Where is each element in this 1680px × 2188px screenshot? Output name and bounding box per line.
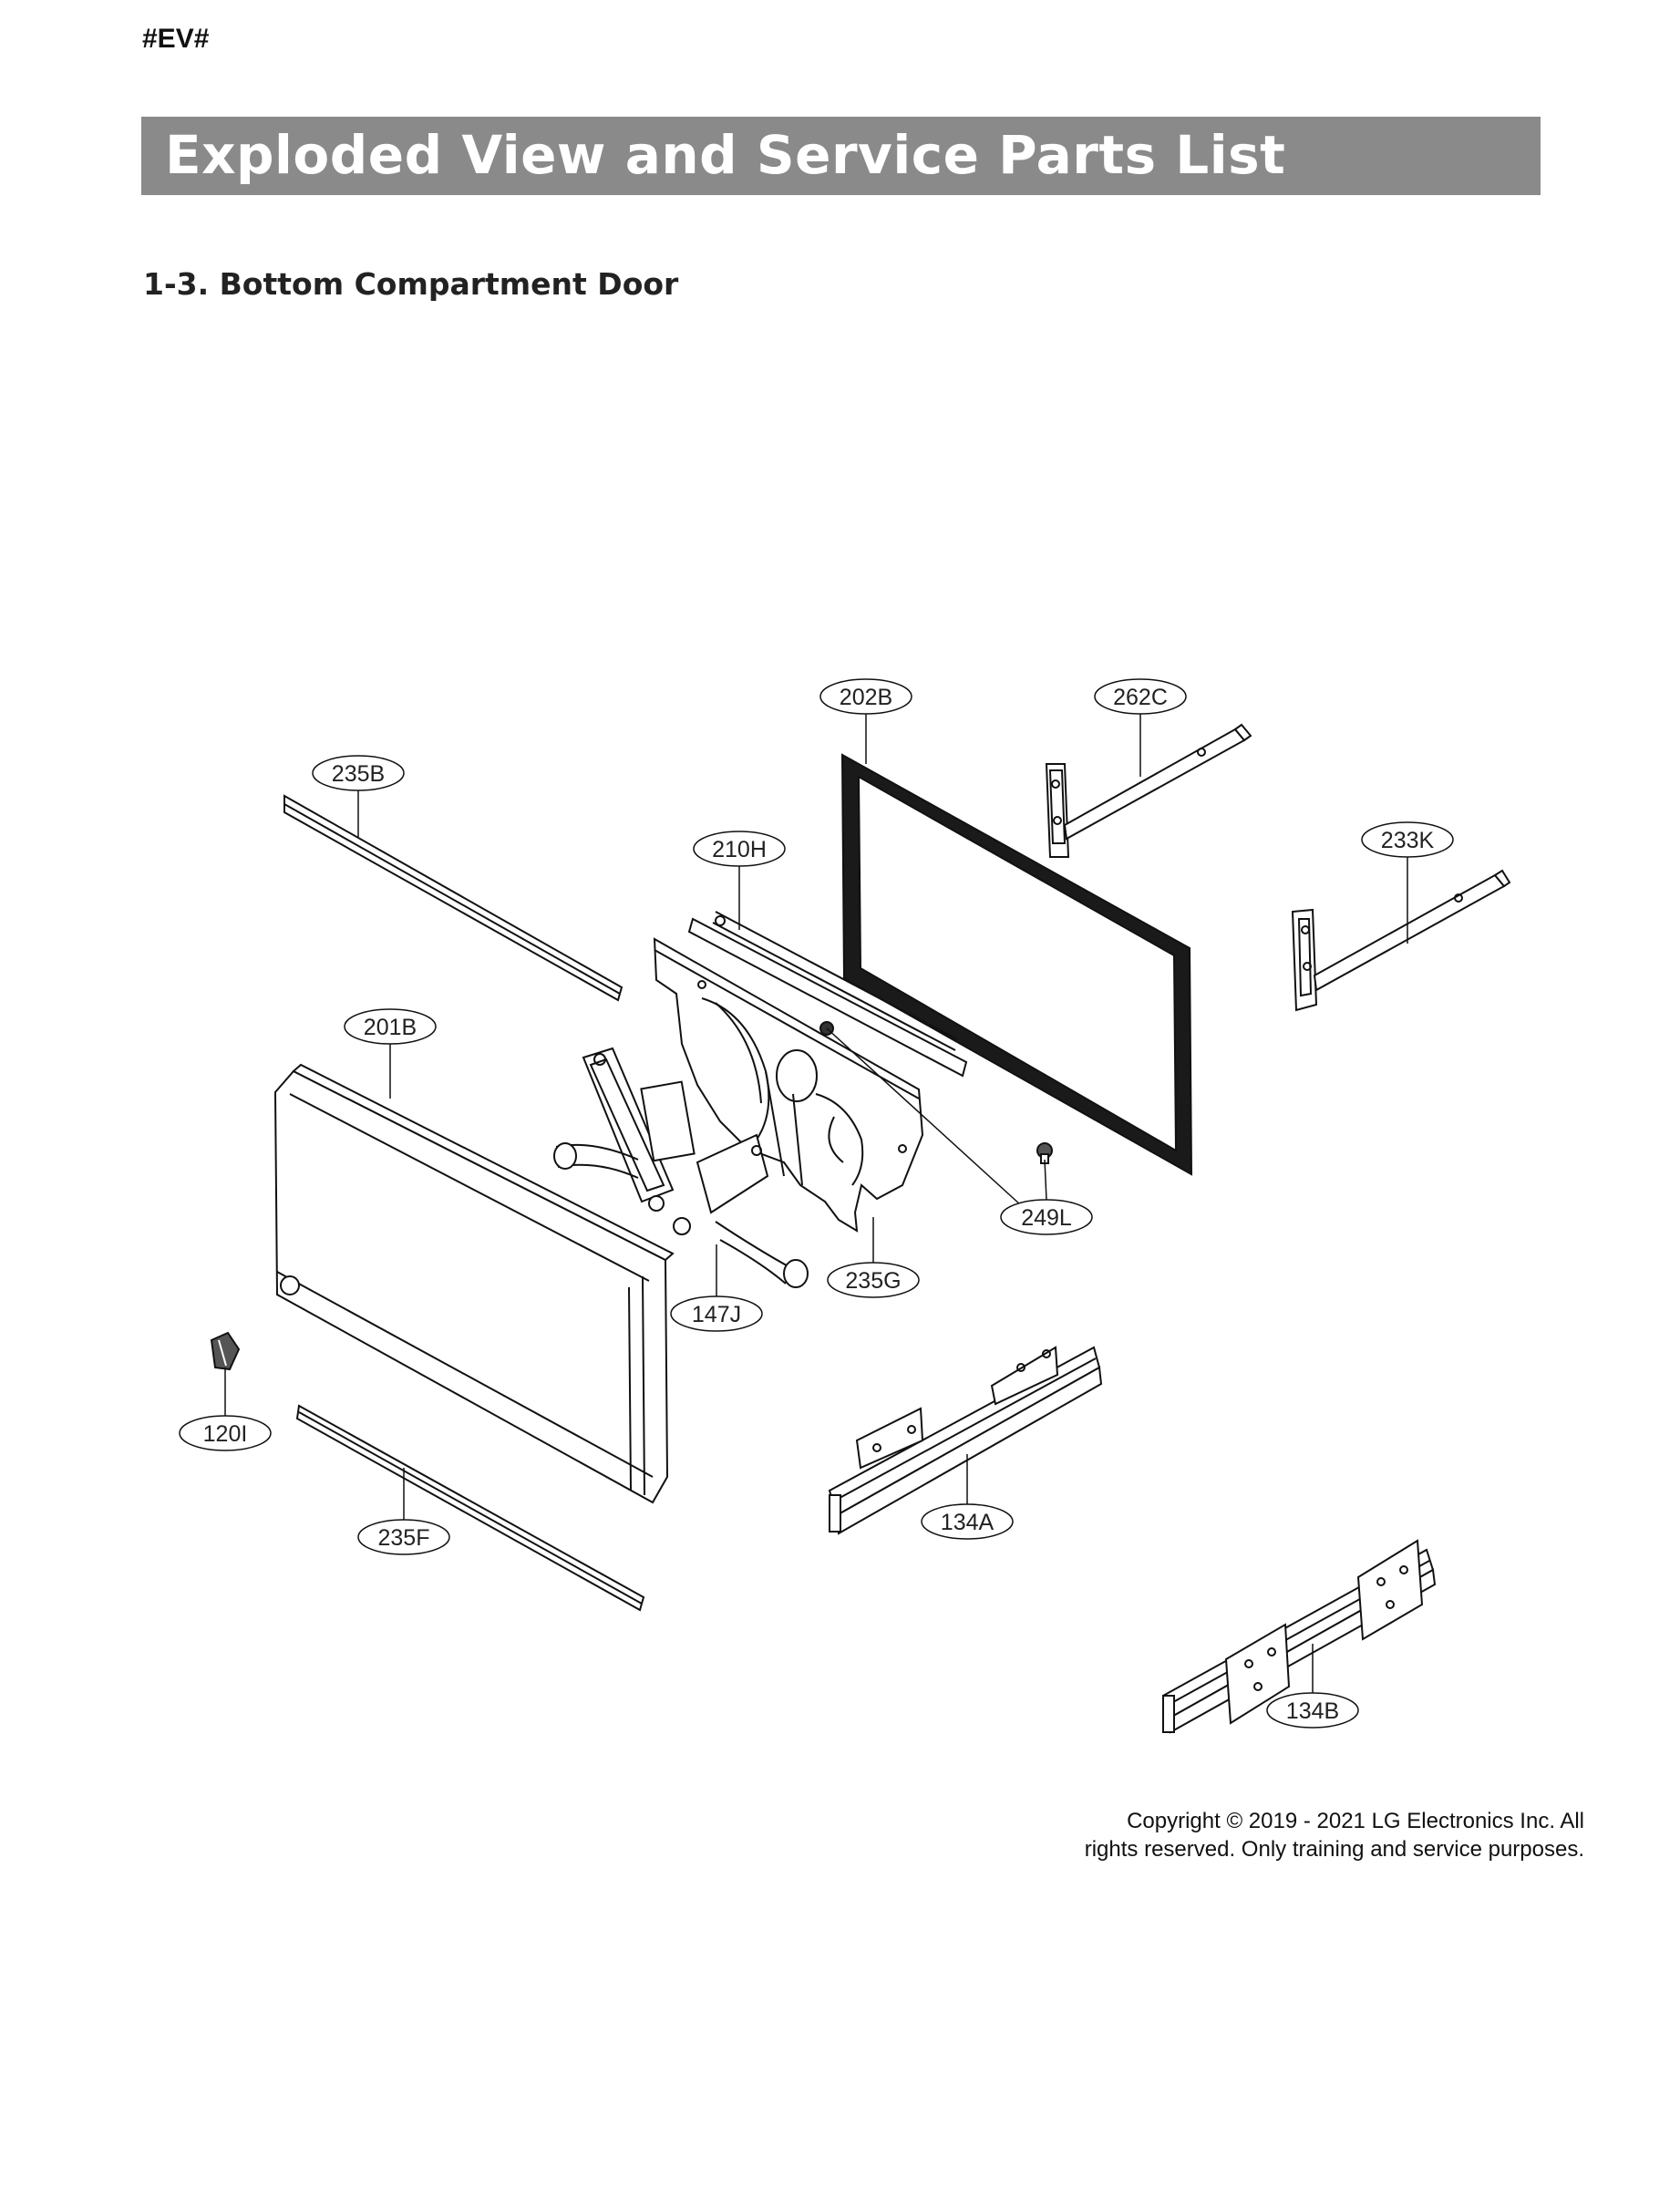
document-tag: #EV# — [142, 24, 210, 54]
panel-235G — [653, 937, 924, 1233]
hinge-arm-262C — [1045, 723, 1252, 858]
callout-134B: 134B — [1286, 1698, 1339, 1724]
callout-ellipses — [179, 678, 1454, 1729]
callout-210H: 210H — [712, 837, 767, 862]
callout-262C: 262C — [1113, 685, 1168, 710]
copyright-line-2: rights reserved. Only training and servi… — [1084, 1837, 1584, 1862]
callout-233K: 233K — [1381, 828, 1435, 853]
callout-235G: 235G — [845, 1268, 901, 1294]
callout-235B: 235B — [332, 761, 385, 787]
callout-120I: 120I — [203, 1421, 248, 1447]
screw-249L — [1036, 1142, 1053, 1164]
leader-lines — [224, 714, 1408, 1693]
slide-rail-134B — [1161, 1539, 1437, 1734]
copyright-line-1: Copyright © 2019 - 2021 LG Electronics I… — [1127, 1809, 1584, 1833]
title-banner: Exploded View and Service Parts List — [141, 117, 1541, 195]
section-heading: 1-3. Bottom Compartment Door — [143, 266, 679, 302]
rail-210H — [687, 911, 968, 1078]
door-201B — [273, 1063, 675, 1504]
mechanism-147J — [553, 1047, 809, 1288]
clip-120I — [210, 1331, 241, 1371]
strip-235B — [283, 794, 624, 1002]
slide-rail-134A — [828, 1346, 1103, 1535]
callout-235F: 235F — [378, 1525, 430, 1551]
gasket-frame-202B — [840, 753, 1193, 1176]
callout-134A: 134A — [941, 1510, 995, 1535]
strip-235F — [295, 1404, 645, 1612]
callout-201B: 201B — [364, 1015, 417, 1040]
hinge-arm-233K — [1291, 869, 1511, 1012]
page-title: Exploded View and Service Parts List — [165, 124, 1286, 186]
copyright-notice: Copyright © 2019 - 2021 LG Electronics I… — [946, 1807, 1584, 1863]
callout-147J: 147J — [692, 1302, 741, 1327]
callout-249L: 249L — [1021, 1205, 1072, 1231]
callout-202B: 202B — [840, 685, 892, 710]
